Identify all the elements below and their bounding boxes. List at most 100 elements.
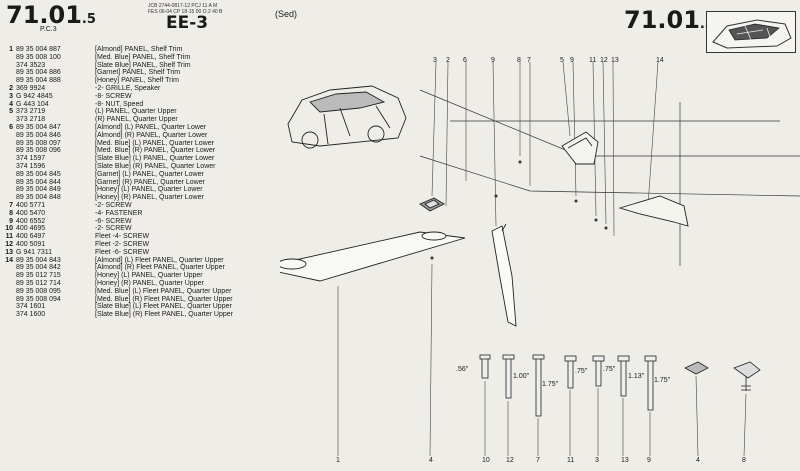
- leader-lines: [431, 61, 659, 237]
- part-number: 89 35 004 847: [16, 123, 61, 131]
- parts-list-row: 89 35 004 842[Almond] (R) Fleet PANEL, Q…: [3, 264, 283, 272]
- callout-bottom: 12: [506, 457, 514, 464]
- header-line: JCB 2744-0817-12 PCJ 11 A M: [148, 3, 218, 9]
- part-description: [Honey] PANEL, Shelf Trim: [95, 77, 179, 85]
- shelf-trim-panel: [280, 231, 466, 282]
- item-number: 8: [9, 209, 13, 217]
- callout-top: 9: [570, 57, 574, 64]
- parts-list-row: 374 3523 [Slate Blue] PANEL, Shelf Trim: [3, 62, 283, 70]
- item-number: 4: [9, 100, 13, 108]
- callout-top: 12: [600, 57, 608, 64]
- header-reference-lines: JCB 2744-0817-12 PCJ 11 A M FES 06-04 CP…: [148, 3, 222, 15]
- part-description: [Med. Blue] (L) Fleet PANEL, Quarter Upp…: [95, 287, 232, 295]
- part-description: [Slate Blue] (R) Fleet PANEL, Quarter Up…: [95, 311, 233, 319]
- part-number: 89 35 004 886: [16, 69, 61, 77]
- item-number: 3: [9, 92, 13, 100]
- part-number: 374 1600: [16, 311, 46, 319]
- part-description: [Garnet] (L) PANEL, Quarter Lower: [95, 170, 204, 178]
- callout-bottom: 4: [696, 457, 700, 464]
- part-number: 89 35 004 846: [16, 131, 61, 139]
- callout-top: 5: [560, 57, 564, 64]
- part-description: (R) PANEL, Quarter Upper: [95, 116, 178, 124]
- part-number: 89 35 008 095: [16, 287, 61, 295]
- callout-top: 7: [527, 57, 531, 64]
- part-description: [Med. Blue] (L) PANEL, Quarter Lower: [95, 139, 214, 147]
- item-number: 2: [9, 84, 13, 92]
- callout-top: 2: [446, 57, 450, 64]
- part-description: [Garnet] PANEL, Shelf Trim: [95, 69, 181, 77]
- part-number: 89 35 012 714: [16, 279, 61, 287]
- part-number: 89 35 008 096: [16, 147, 61, 155]
- section-number: 71.01: [624, 6, 700, 34]
- part-number: 400 6552: [16, 217, 46, 225]
- parts-list-row: 374 1597[Slate Blue] (L) PANEL, Quarter …: [3, 155, 283, 163]
- fastener-size: 1.13": [628, 373, 645, 380]
- exploded-parts-diagram: [280, 61, 800, 457]
- parts-list-row: 374 1600 [Slate Blue] (R) Fleet PANEL, Qu…: [3, 311, 283, 319]
- part-description: [Almond] (R) PANEL, Quarter Lower: [95, 131, 208, 139]
- part-number: 374 3523: [16, 61, 46, 69]
- parts-list-row: 89 35 004 848 [Honey] (R) PANEL, Quarter …: [3, 194, 283, 202]
- parts-list-row: 89 35 008 096[Med. Blue] (R) PANEL, Quar…: [3, 147, 283, 155]
- item-number: 9: [9, 217, 13, 225]
- part-number: 89 35 004 843: [16, 256, 61, 264]
- part-description: [Almond] (L) Fleet PANEL, Quarter Upper: [95, 256, 224, 264]
- section-number-right: 71.01.5: [624, 6, 714, 34]
- callout-bottom: 13: [621, 457, 629, 464]
- part-description: [Honey] (R) PANEL, Quarter Upper: [95, 279, 204, 287]
- part-number: 89 35 004 888: [16, 77, 61, 85]
- part-number: 89 35 004 887: [16, 46, 61, 53]
- part-number: 400 5091: [16, 240, 46, 248]
- part-number: 374 1596: [16, 162, 46, 170]
- callout-top: 13: [611, 57, 619, 64]
- screw-illustrations: [479, 354, 761, 417]
- item-number: 5: [9, 108, 13, 116]
- callout-top: 6: [463, 57, 467, 64]
- part-description: -8- SCREW: [95, 92, 132, 100]
- part-description: [Almond] (R) Fleet PANEL, Quarter Upper: [95, 264, 225, 272]
- fastener-size: .75": [603, 366, 616, 373]
- part-description: -2- SCREW: [95, 201, 132, 209]
- parts-list-row: 374 1596[Slate Blue] (R) PANEL, Quarter …: [3, 163, 283, 171]
- part-description: [Honey] (L) PANEL, Quarter Lower: [95, 186, 203, 194]
- part-description: [Almond] (L) PANEL, Quarter Lower: [95, 123, 207, 131]
- part-description: [Honey] (R) PANEL, Quarter Lower: [95, 194, 204, 202]
- fastener-size: 1.75": [654, 377, 671, 384]
- parts-list-row: 89 35 012 715 [Honey] (L) PANEL, Quarter …: [3, 272, 283, 280]
- callout-top: 3: [433, 57, 437, 64]
- diagram-fasteners: [430, 160, 608, 260]
- callout-bottom: 1: [336, 457, 340, 464]
- part-description: [Honey] (L) PANEL, Quarter Upper: [95, 272, 203, 280]
- header-line: FES 06-04 CP 18-15 00 O.2 40 B: [148, 9, 223, 15]
- vehicle-thumbnail-icon: [706, 11, 796, 53]
- callout-top: 11: [589, 57, 597, 64]
- part-description: Fleet -4- SCREW: [95, 233, 150, 241]
- item-number: 13: [5, 248, 13, 256]
- part-description: Fleet -6- SCREW: [95, 248, 150, 256]
- callout-top: 14: [656, 57, 664, 64]
- parts-list-row: 89 35 004 846 [Almond] (R) PANEL, Quarter…: [3, 132, 283, 140]
- part-description: [Almond] PANEL, Shelf Trim: [95, 46, 183, 53]
- part-number: 400 5771: [16, 201, 46, 209]
- part-description: [Slate Blue] PANEL, Shelf Trim: [95, 61, 191, 69]
- part-number: 89 35 008 097: [16, 139, 61, 147]
- part-number: 400 5470: [16, 209, 46, 217]
- callout-bottom: 11: [567, 457, 575, 464]
- callout-bottom: 3: [595, 457, 599, 464]
- callout-bottom: 8: [742, 457, 746, 464]
- parts-list-row: 373 2718(R) PANEL, Quarter Upper: [3, 116, 283, 124]
- part-number: 89 35 004 848: [16, 194, 61, 202]
- callout-bottom: 4: [429, 457, 433, 464]
- part-description: -4- FASTENER: [95, 209, 143, 217]
- part-number: 89 35 012 715: [16, 272, 61, 280]
- part-description: [Med. Blue] (R) Fleet PANEL, Quarter Upp…: [95, 295, 233, 303]
